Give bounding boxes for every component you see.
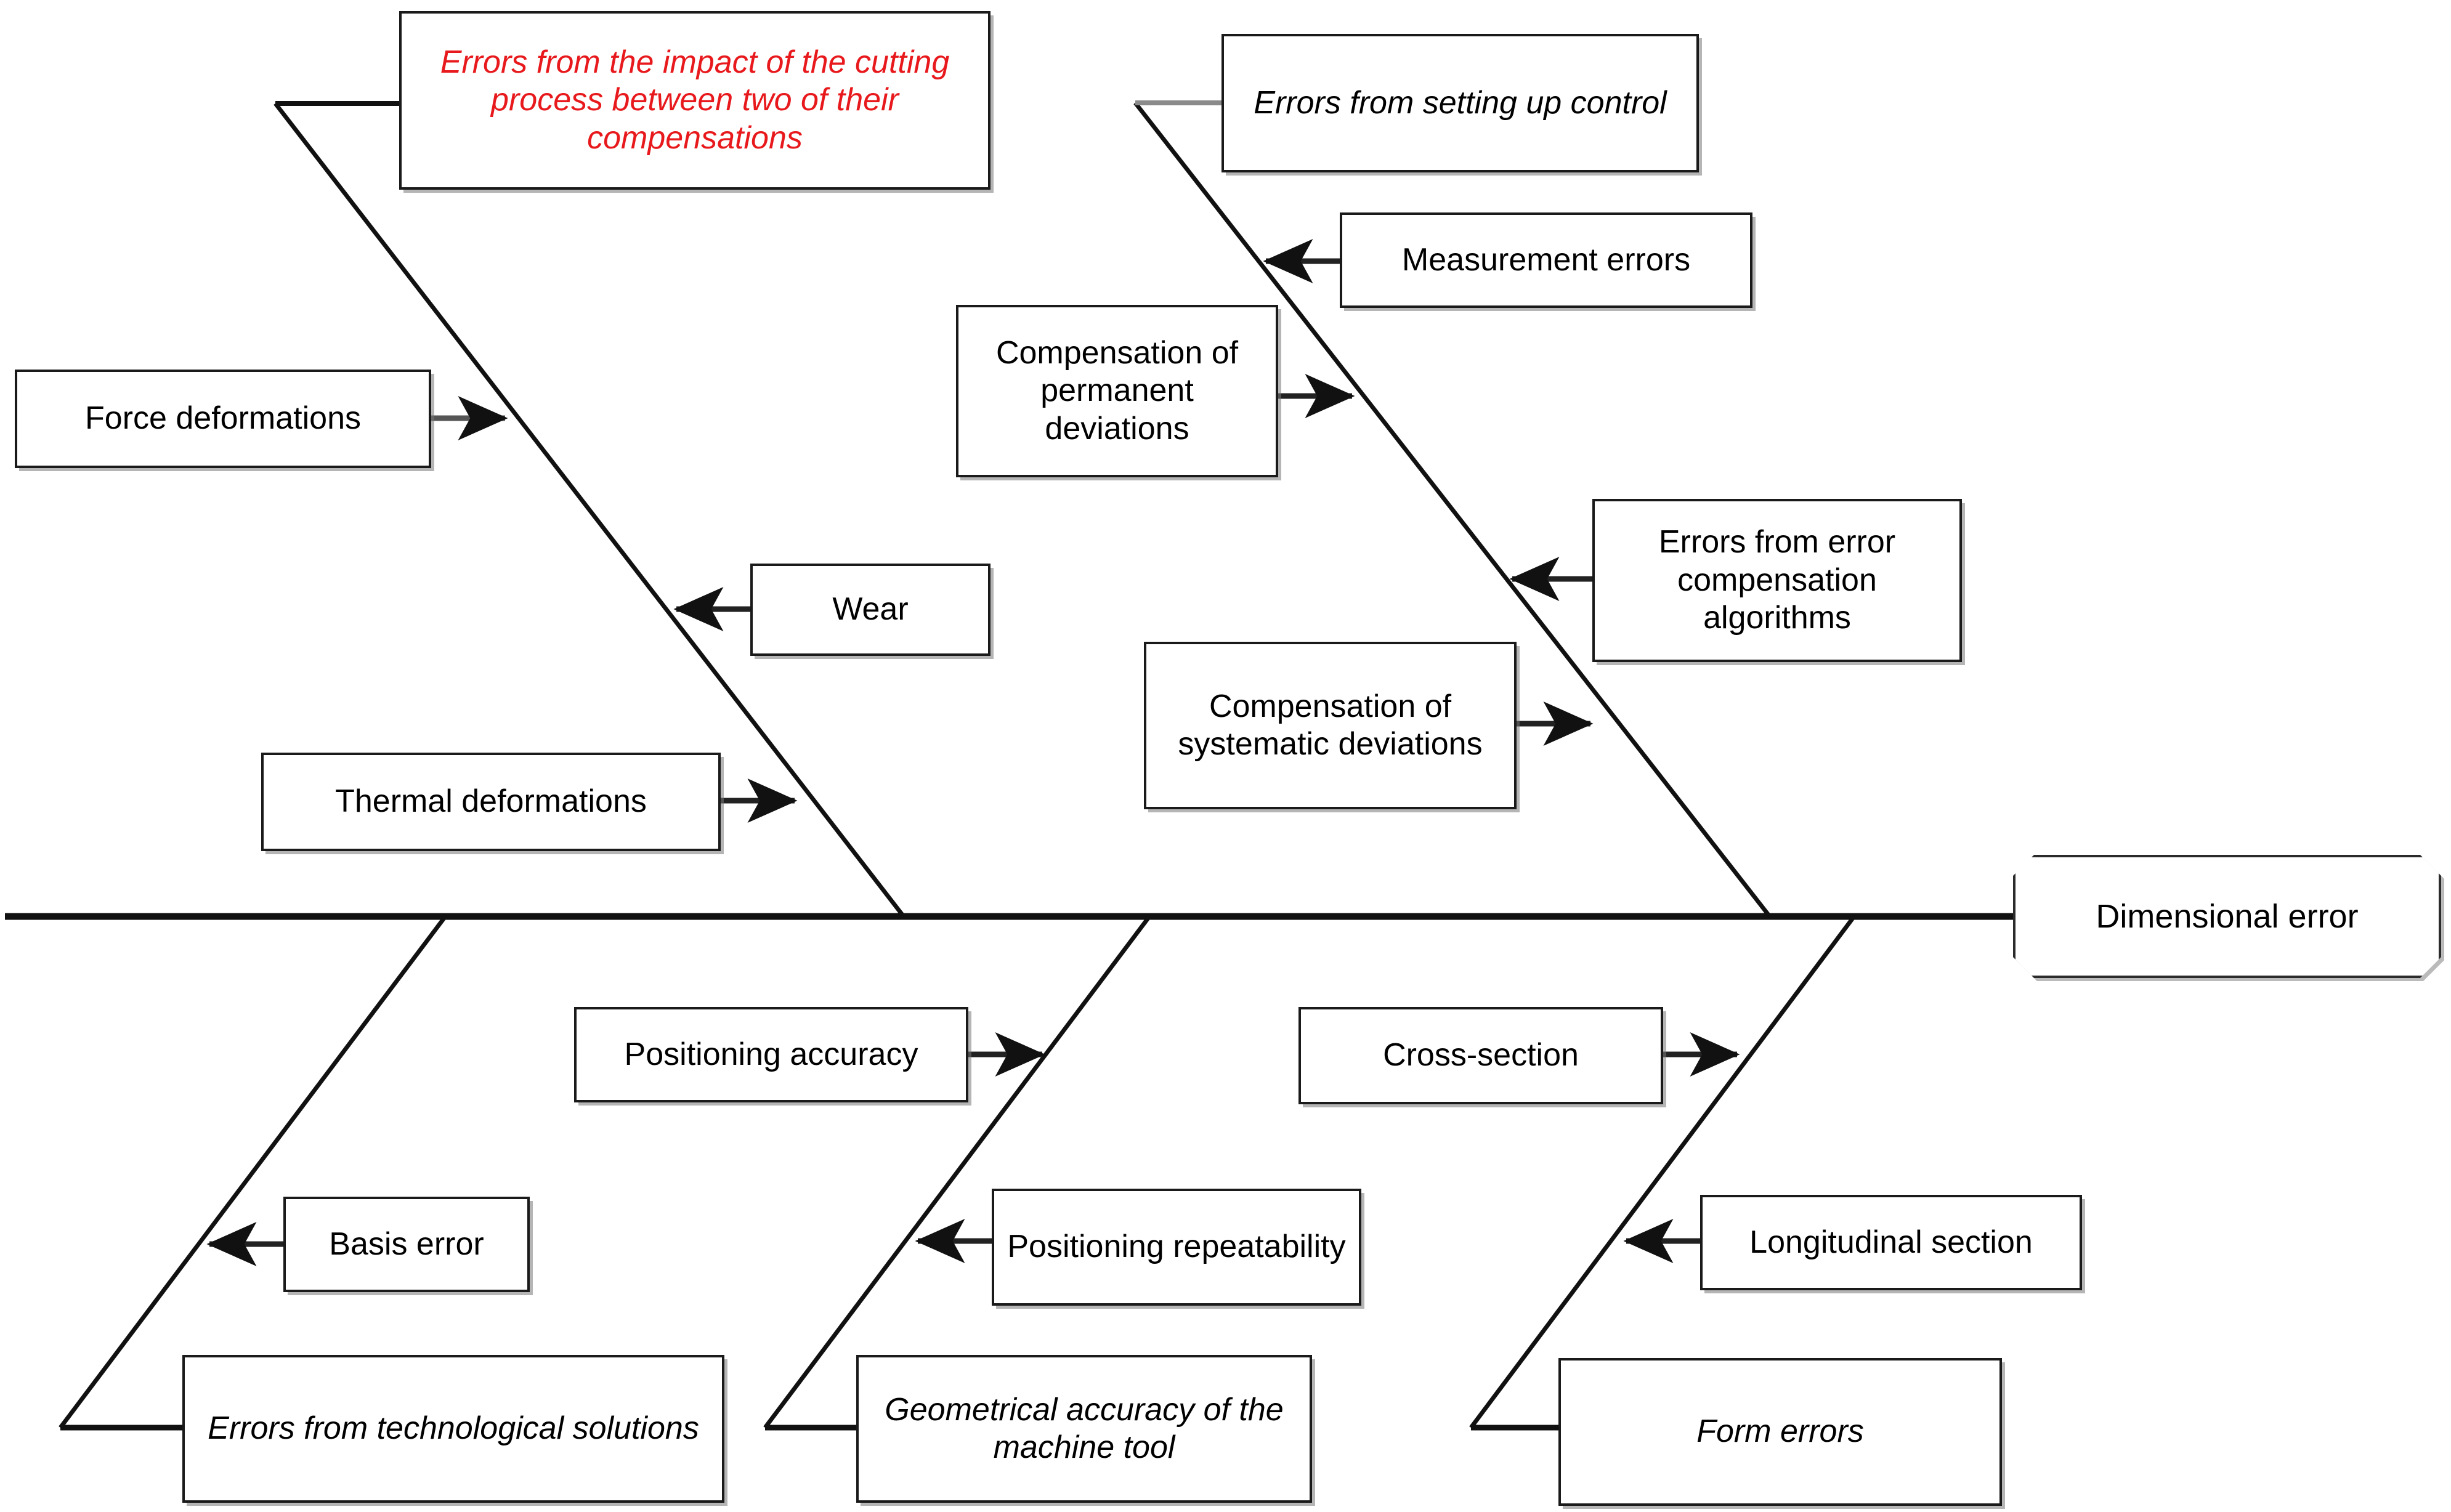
cause-box-positioning-accuracy[interactable]: Positioning accuracy — [574, 1007, 968, 1102]
effect-box-dimensional-error[interactable]: Dimensional error — [2013, 855, 2441, 978]
category-box-form-errors[interactable]: Form errors — [1558, 1358, 2002, 1506]
effect-box-wrapper: Dimensional error — [2013, 855, 2441, 978]
cause-box-force-deformations[interactable]: Force deformations — [15, 370, 431, 468]
cause-box-measurement-errors[interactable]: Measurement errors — [1340, 212, 1752, 308]
cause-box-thermal-deformations[interactable]: Thermal deformations — [261, 753, 721, 851]
cause-box-compensation-systematic[interactable]: Compensation of systematic deviations — [1144, 642, 1517, 809]
cause-box-error-compensation-algorithms[interactable]: Errors from error compensation algorithm… — [1592, 499, 1962, 662]
cause-box-wear[interactable]: Wear — [750, 564, 991, 656]
bone-setting-up-control — [1133, 100, 1772, 918]
category-box-cutting-process[interactable]: Errors from the impact of the cutting pr… — [399, 11, 991, 190]
bone-machine-tool-geometry — [763, 915, 1151, 1431]
category-box-technological-solutions[interactable]: Errors from technological solutions — [182, 1355, 724, 1503]
cause-box-cross-section[interactable]: Cross-section — [1298, 1007, 1663, 1104]
bone-technological-solutions — [59, 915, 447, 1431]
cause-box-positioning-repeatability[interactable]: Positioning repeatability — [992, 1189, 1361, 1306]
cause-box-basis-error[interactable]: Basis error — [283, 1197, 530, 1292]
category-box-machine-tool-geometry[interactable]: Geometrical accuracy of the machine tool — [856, 1355, 1312, 1503]
bone-cutting-process — [273, 101, 905, 918]
category-box-setting-up-control[interactable]: Errors from setting up control — [1221, 34, 1699, 172]
cause-box-longitudinal-section[interactable]: Longitudinal section — [1700, 1195, 2082, 1290]
bone-form-errors — [1469, 915, 1856, 1431]
cause-box-compensation-permanent[interactable]: Compensation of permanent deviations — [956, 305, 1278, 477]
